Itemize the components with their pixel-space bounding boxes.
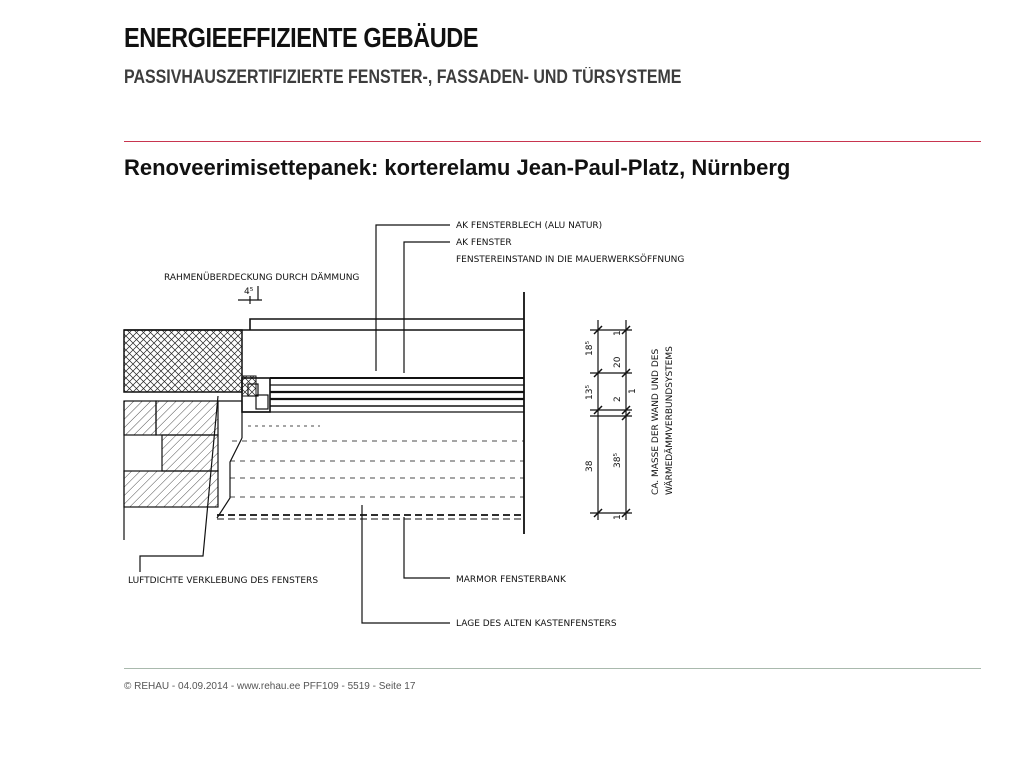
dim-1-top: 1: [613, 330, 623, 336]
page-title: ENERGIEEFFIZIENTE GEBÄUDE: [124, 22, 479, 53]
label-verklebung: LUFTDICHTE VERKLEBUNG DES FENSTERS: [128, 576, 318, 586]
leader-lines: [139, 224, 450, 624]
label-masse-1: CA. MASSE DER WAND UND DES: [651, 349, 661, 495]
masonry-wall: [123, 400, 243, 540]
dim-20: 20: [613, 356, 623, 368]
page-subtitle: PASSIVHAUSZERTIFIZIERTE FENSTER-, FASSAD…: [124, 67, 682, 88]
window-frame: [241, 377, 524, 413]
dim-18-5: 18⁵: [585, 341, 595, 356]
dim-38-5: 38⁵: [613, 453, 623, 468]
label-fenstereinstand: FENSTEREINSTAND IN DIE MAUERWERKSÖFFNUNG: [456, 254, 684, 265]
dim-2: 2: [613, 396, 623, 402]
dim-13-5: 13⁵: [585, 385, 595, 400]
dim-1-bottom: 1: [613, 514, 623, 520]
footer-text: © REHAU - 04.09.2014 - www.rehau.ee PFF1…: [124, 681, 416, 692]
label-rahmenueberdeckung: RAHMENÜBERDECKUNG DURCH DÄMMUNG: [164, 272, 359, 283]
dim-38: 38: [585, 460, 595, 472]
header-divider: [124, 141, 981, 142]
footer-divider: [124, 668, 981, 669]
slide-heading: Renoveerimisettepanek: korterelamu Jean-…: [124, 155, 791, 180]
dim-1-mid: 1: [628, 388, 638, 394]
insulation-layer: [123, 329, 257, 397]
dimension-lines: [590, 320, 632, 520]
label-fensterblech: AK FENSTERBLECH (ALU NATUR): [456, 221, 602, 231]
label-fensterbank: MARMOR FENSTERBANK: [456, 575, 567, 585]
label-masse-2: WÄRMEDÄMMVERBUNDSYSTEMS: [664, 346, 675, 495]
dim-4-5: 4⁵: [244, 287, 254, 297]
reveal-and-sill: [124, 292, 525, 534]
label-fenster: AK FENSTER: [456, 238, 512, 248]
label-kastenfenster: LAGE DES ALTEN KASTENFENSTERS: [456, 619, 617, 629]
